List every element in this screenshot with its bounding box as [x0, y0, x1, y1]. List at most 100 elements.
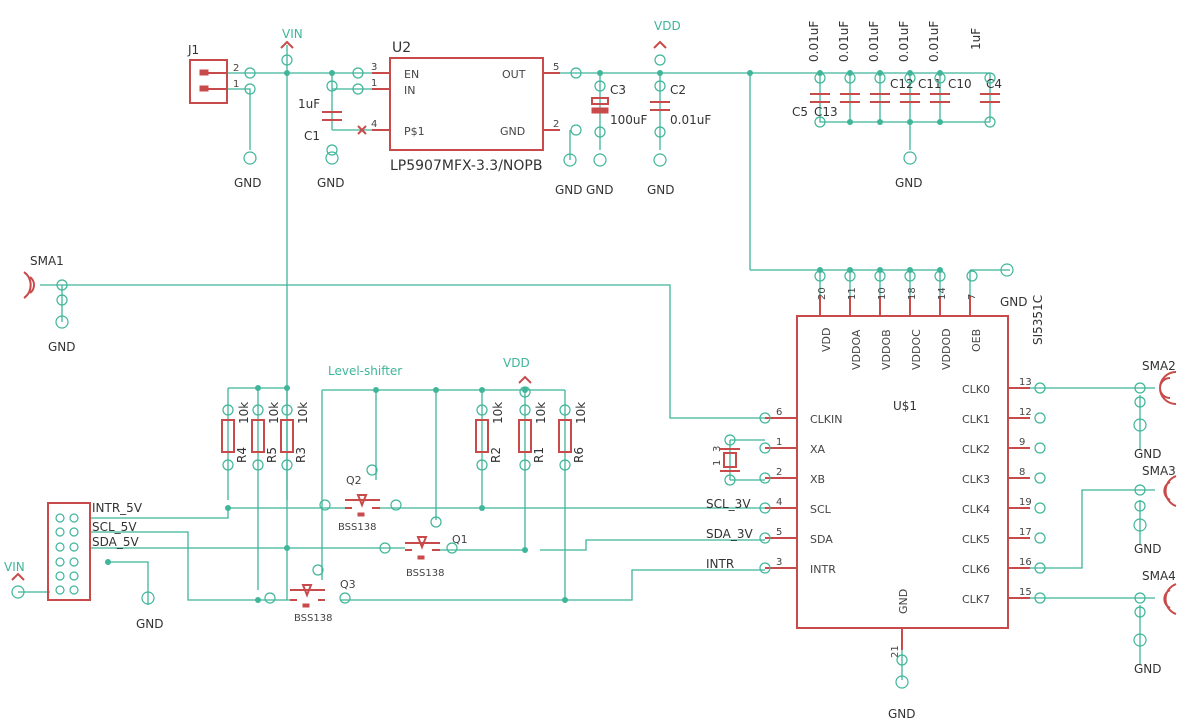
- r2-ref: R2: [489, 447, 503, 463]
- u2-value: LP5907MFX-3.3/NOPB: [390, 158, 542, 174]
- pin-pads: [56, 54, 1146, 666]
- sma4-connector: SMA4 GND: [1133, 569, 1177, 676]
- r5-value: 10k: [267, 402, 281, 424]
- q2-value: BSS138: [338, 522, 376, 533]
- net-intr: INTR: [706, 557, 734, 571]
- u2-pin-out: OUT: [502, 68, 526, 81]
- u1-value: SI5351C: [1031, 295, 1045, 345]
- cap-top-ref-c5: C5: [792, 105, 808, 119]
- u1-right-num-17: 17: [1019, 527, 1032, 538]
- wires: [18, 45, 1155, 680]
- u2-pin-in: IN: [404, 84, 415, 97]
- sma1-connector: SMA1 GND: [23, 254, 76, 354]
- sma3-connector: SMA3 GND: [1133, 464, 1177, 556]
- u1-pin-clk1: CLK1: [962, 413, 990, 426]
- cap-top-ref-c11: C11: [918, 77, 942, 91]
- u1-pin-clkin: CLKIN: [810, 413, 843, 426]
- mosfet-q3: Q3 BSS138: [290, 578, 356, 624]
- cap-top-ref-c4: C4: [986, 77, 1002, 91]
- r6-value: 10k: [574, 402, 588, 424]
- cap-top-value-2: 0.01uF: [837, 21, 851, 62]
- c3-value: 100uF: [610, 113, 648, 127]
- vin-supply-top: VIN: [280, 27, 303, 49]
- u2-pin-num-1: 1: [371, 78, 377, 89]
- u1-right-num-13: 13: [1019, 377, 1032, 388]
- sma2-connector: SMA2 GND: [1133, 359, 1177, 461]
- u1-pin-clk6: CLK6: [962, 563, 990, 576]
- gnd-label-c3: GND: [586, 183, 614, 197]
- q1-value: BSS138: [406, 568, 444, 579]
- q2-ref: Q2: [346, 474, 362, 487]
- regulator-u2: U2 LP5907MFX-3.3/NOPB EN IN P$1 OUT GND …: [357, 40, 583, 197]
- net-sda-5v: SDA_5V: [92, 535, 139, 549]
- gnd-label-sma1: GND: [48, 340, 76, 354]
- u1-left-num-5: 5: [776, 527, 782, 538]
- r3-value: 10k: [296, 402, 310, 424]
- xtal-pin3: 3: [712, 446, 723, 452]
- gnd-label-caps: GND: [895, 176, 923, 190]
- q3-value: BSS138: [294, 613, 332, 624]
- u1-pin-gnd: GND: [897, 589, 910, 614]
- u1-pin-clk4: CLK4: [962, 503, 990, 516]
- c1-value: 1uF: [298, 97, 320, 111]
- header-connector: INTR_5V SCL_5V SDA_5V GND: [47, 501, 164, 631]
- u1-gnd-num-21: 21: [890, 645, 901, 658]
- cap-top-value-6: 1uF: [969, 28, 983, 50]
- gnd-label-header: GND: [136, 617, 164, 631]
- cap-top-ref-c12: C12: [890, 77, 914, 91]
- u1-pin-clk2: CLK2: [962, 443, 990, 456]
- u1-top-num-20: 20: [817, 287, 828, 300]
- gnd-label-j1: GND: [234, 176, 262, 190]
- net-scl-3v: SCL_3V: [706, 497, 751, 511]
- u1-right-num-8: 8: [1019, 467, 1025, 478]
- gnd-label-u1: GND: [888, 707, 916, 721]
- u1-top-num-10: 10: [877, 287, 888, 300]
- u1-top-num-7: 7: [967, 294, 978, 300]
- u1-top-pin-vdd: VDD: [820, 328, 833, 352]
- r1-ref: R1: [532, 447, 546, 463]
- u2-pin-num-3: 3: [371, 62, 377, 73]
- u2-ref: U2: [392, 40, 411, 56]
- vin-label-left: VIN: [4, 560, 25, 574]
- u1-right-num-16: 16: [1019, 557, 1032, 568]
- vin-supply-left: VIN: [4, 560, 25, 599]
- u1-right-num-9: 9: [1019, 437, 1025, 448]
- u1-pin-xa: XA: [810, 443, 826, 456]
- u1-top-pin-vddoa: VDDOA: [850, 329, 863, 370]
- c2-value: 0.01uF: [670, 113, 711, 127]
- u1-ref: U$1: [893, 399, 917, 413]
- net-intr-5v: INTR_5V: [92, 501, 143, 515]
- r6-ref: R6: [572, 447, 586, 463]
- cap-top-value-4: 0.01uF: [897, 21, 911, 62]
- r1-value: 10k: [534, 402, 548, 424]
- u1-left-num-2: 2: [776, 467, 782, 478]
- xtal-pin1: 1: [712, 460, 723, 466]
- capacitor-c1: 1uF C1 GND: [298, 97, 345, 190]
- r4-ref: R4: [235, 447, 249, 463]
- u1-left-num-3: 3: [776, 557, 782, 568]
- cap-top-value-5: 0.01uF: [927, 21, 941, 62]
- sma3-ref: SMA3: [1142, 464, 1176, 478]
- gnd-label-sma3: GND: [1134, 542, 1162, 556]
- u1-left-num-6: 6: [776, 407, 782, 418]
- r5-ref: R5: [265, 447, 279, 463]
- u1-right-num-15: 15: [1019, 587, 1032, 598]
- sma1-ref: SMA1: [30, 254, 64, 268]
- u1-pin-sda: SDA: [810, 533, 833, 546]
- r4-value: 10k: [237, 402, 251, 424]
- gnd-label-sma2: GND: [1134, 447, 1162, 461]
- connector-j1: J1 2 1 GND: [187, 43, 262, 190]
- r3-ref: R3: [294, 447, 308, 463]
- vin-label-top: VIN: [282, 27, 303, 41]
- u1-right-num-12: 12: [1019, 407, 1032, 418]
- u1-top-pin-vddob: VDDOB: [880, 329, 893, 370]
- u1-top-num-14: 14: [937, 287, 948, 300]
- u1-net-labels: SCL_3V SDA_3V INTR: [706, 497, 753, 571]
- clockgen-u1: U$1 SI5351C VDD VDDOA VDDOB VDDOC VDDOD …: [765, 263, 1045, 721]
- u1-pin-clk3: CLK3: [962, 473, 990, 486]
- cap-top-value-3: 0.01uF: [867, 21, 881, 62]
- u1-pin-intr: INTR: [810, 563, 836, 576]
- j1-ref: J1: [187, 43, 199, 57]
- decoupling-caps: 0.01uF 0.01uF 0.01uF 0.01uF 0.01uF 1uF C…: [792, 21, 1002, 190]
